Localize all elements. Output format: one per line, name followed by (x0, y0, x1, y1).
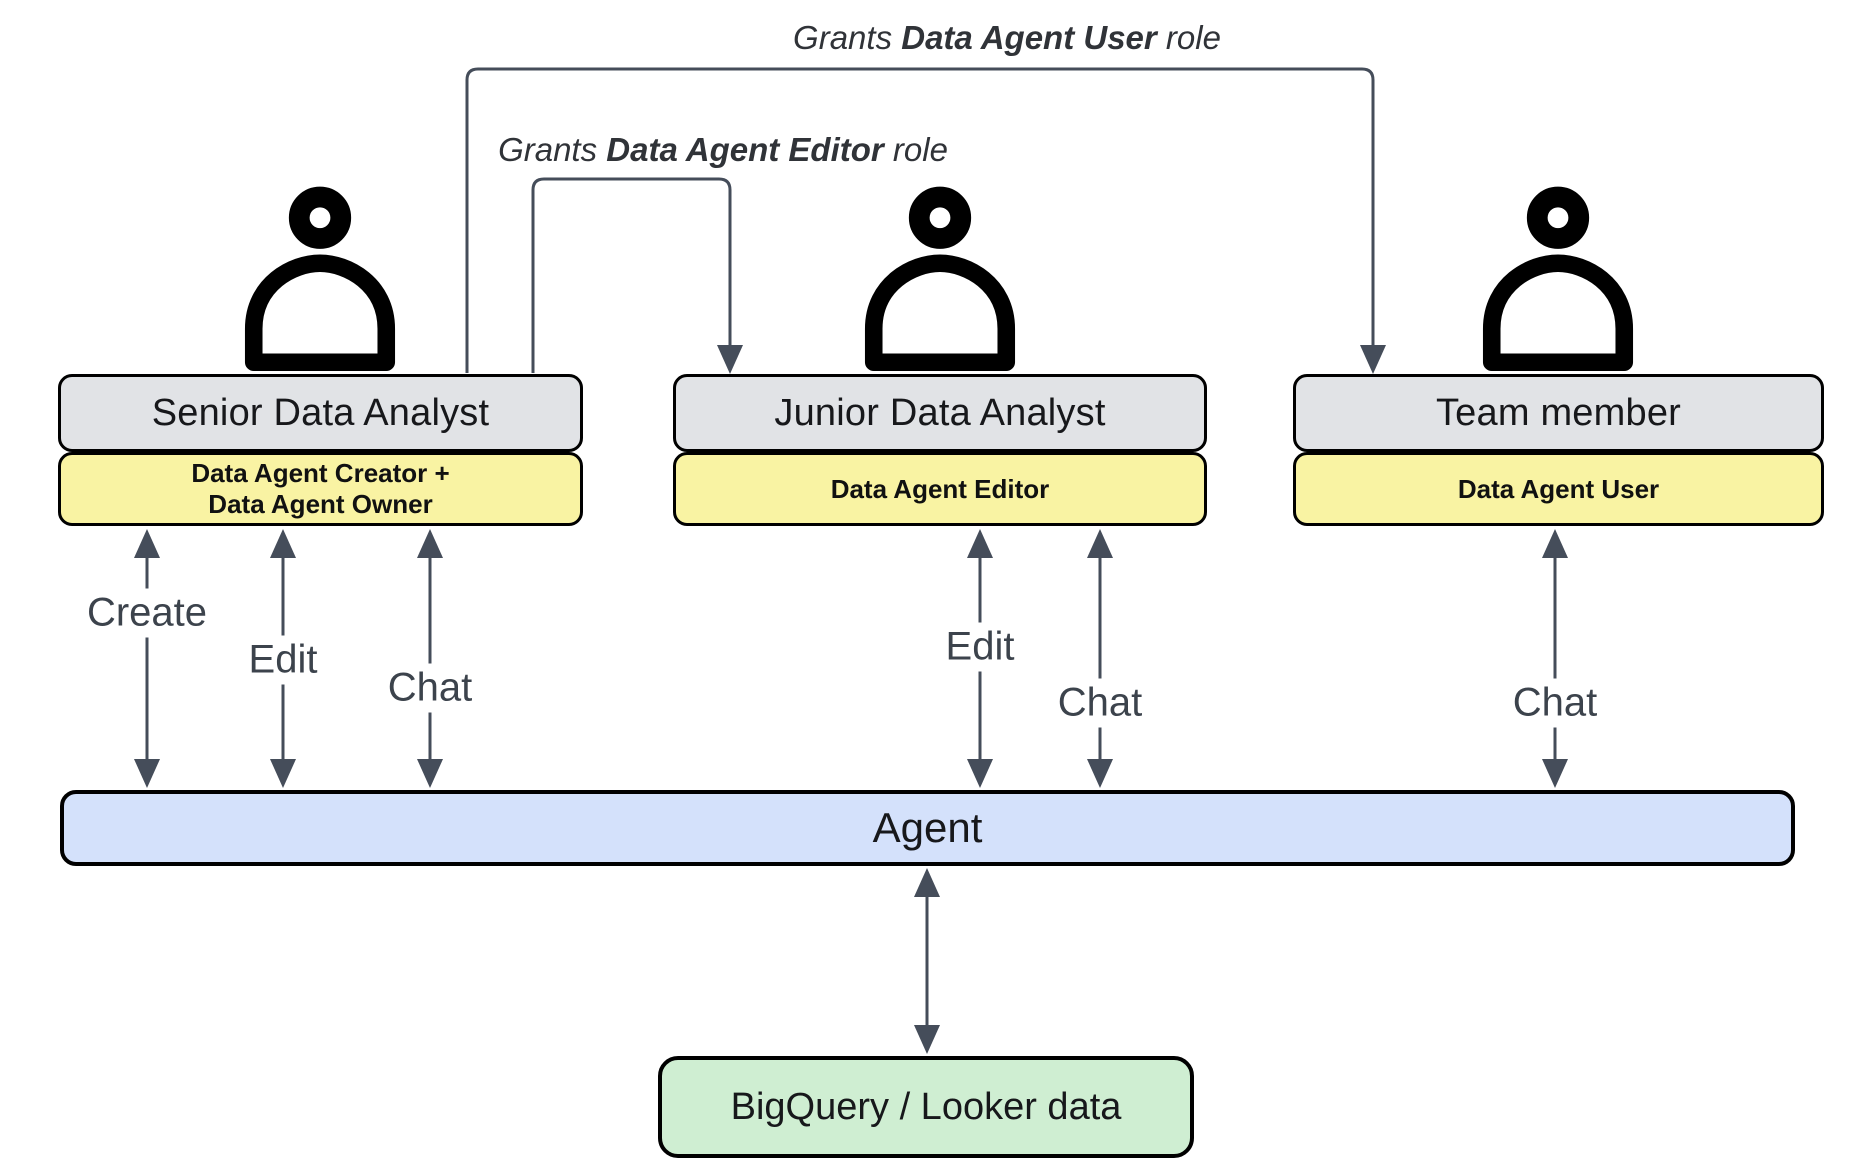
datastore-box: BigQuery / Looker data (658, 1056, 1194, 1158)
grant-user-role-name: Data Agent User (901, 19, 1157, 56)
action-label-edit-senior: Edit (238, 635, 328, 685)
grant-user-prefix: Grants (793, 19, 902, 56)
actor-title-text: Team member (1435, 391, 1682, 434)
role-box-editor: Data Agent Editor (673, 452, 1207, 526)
action-label-edit-junior: Edit (935, 622, 1025, 672)
grant-user-label: Grants Data Agent User role (785, 19, 1229, 57)
grant-editor-arrow-line (531, 177, 732, 373)
grant-editor-suffix: role (883, 131, 948, 168)
grant-editor-role-name: Data Agent Editor (606, 131, 884, 168)
person-icon-junior (864, 186, 1016, 372)
actor-box-team-member: Team member (1293, 374, 1824, 452)
role-line: Data Agent Editor (830, 473, 1050, 504)
grant-editor-label: Grants Data Agent Editor role (490, 131, 956, 169)
role-box-user: Data Agent User (1293, 452, 1824, 526)
actor-box-junior-data-analyst: Junior Data Analyst (673, 374, 1207, 452)
role-line: Data Agent Creator + (191, 458, 450, 489)
grant-user-arrow-line (465, 67, 1375, 373)
action-label-chat-senior: Chat (377, 663, 483, 713)
person-icon-team-member (1482, 186, 1634, 372)
role-line: Data Agent User (1457, 473, 1660, 504)
role-box-creator-owner: Data Agent Creator + Data Agent Owner (58, 452, 583, 526)
role-line: Data Agent Owner (208, 489, 433, 519)
actor-title-text: Senior Data Analyst (151, 391, 490, 434)
datastore-label: BigQuery / Looker data (730, 1085, 1122, 1128)
grant-editor-prefix: Grants (498, 131, 607, 168)
person-icon-senior (244, 186, 396, 372)
actor-title-text: Junior Data Analyst (774, 391, 1106, 434)
action-label-create-senior: Create (76, 588, 218, 638)
actor-box-senior-data-analyst: Senior Data Analyst (58, 374, 583, 452)
grant-user-suffix: role (1156, 19, 1221, 56)
action-label-chat-team: Chat (1502, 678, 1608, 728)
action-label-chat-junior: Chat (1047, 678, 1153, 728)
agent-label: Agent (872, 804, 983, 851)
agent-bar: Agent (60, 790, 1795, 866)
arrowheads (134, 345, 1568, 1054)
